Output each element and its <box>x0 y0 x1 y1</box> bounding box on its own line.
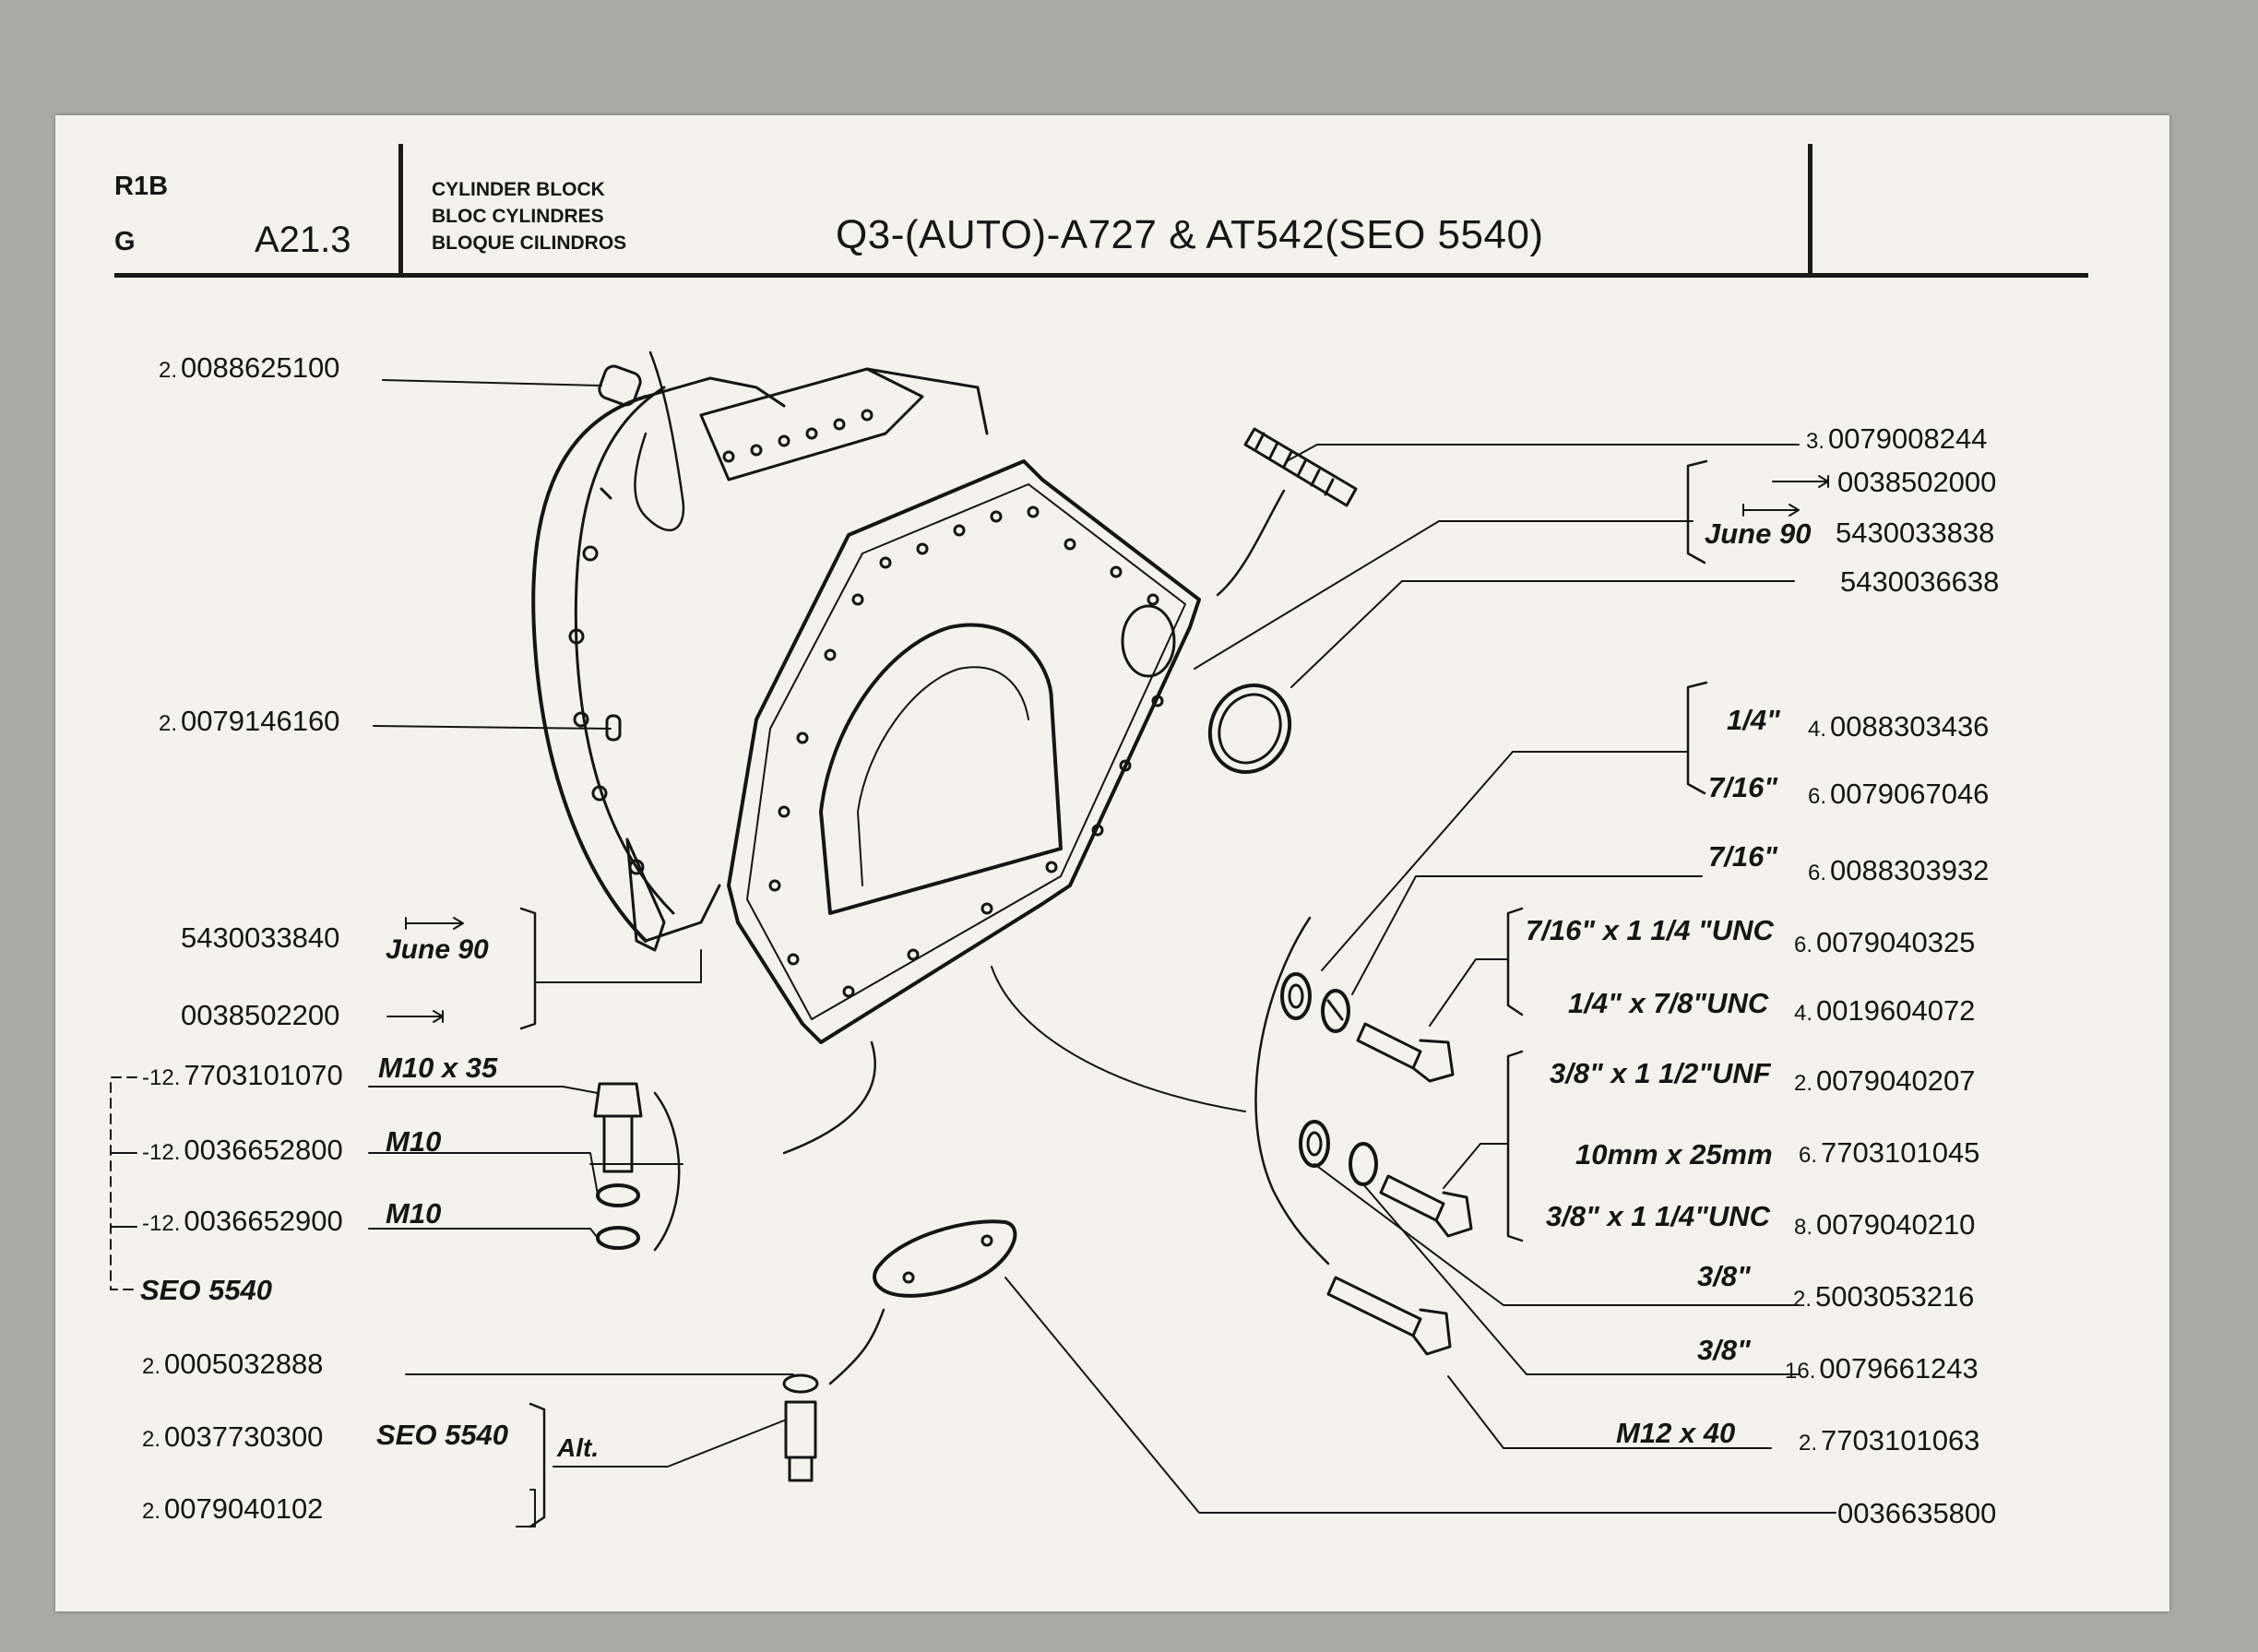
spec-3-8x1-1-4-unc: 3/8" x 1 1/4"UNC <box>1546 1200 1771 1232</box>
date-arrow-left-june <box>405 917 464 930</box>
parts-sheet <box>55 115 2169 1611</box>
bracket-curve-bolt-left <box>653 1091 681 1252</box>
callout-spring-washer-m10: -12.0036652900 <box>142 1205 343 1237</box>
callout-socket-screw-seo: 2.0037730300 <box>142 1420 324 1453</box>
section-number: A21.3 <box>255 220 351 260</box>
bracket-curve-plate-lower <box>782 1040 876 1155</box>
spec-1-4x7-8-unc: 1/4" x 7/8"UNC <box>1568 987 1769 1019</box>
callout-stud: 3.0079008244 <box>1806 422 1988 455</box>
date-arrow-right-june <box>1742 504 1800 517</box>
spring-washer-2 <box>1349 1142 1378 1186</box>
callout-dowel-pin-side: 2.0079146160 <box>159 705 340 737</box>
spec-m10x35: M10 x 35 <box>378 1052 498 1084</box>
spec-7-16x1-1-4-unc: 7/16" x 1 1/4 "UNC <box>1526 914 1774 946</box>
bracket-curve-top-left <box>634 351 685 531</box>
callout-spring-washer-3-8: 16.0079661243 <box>1785 1352 1979 1385</box>
spec-spring-washer-m10: M10 <box>386 1197 442 1230</box>
callout-spring-washer-7-16: 6.0088303932 <box>1808 854 1990 886</box>
callout-washer-small: 2.0005032888 <box>142 1348 324 1380</box>
callout-washer-7-16: 6.0079067046 <box>1808 778 1990 810</box>
header-divider-right <box>1808 144 1812 273</box>
model-code: R1B <box>114 172 169 201</box>
description-en: CYLINDER BLOCK <box>432 179 605 200</box>
washer-2 <box>1299 1120 1330 1168</box>
header-divider <box>398 144 403 273</box>
bracket-curve-socket <box>828 1308 885 1385</box>
leader-lines <box>368 379 1836 1527</box>
callout-stud-old: 0038502000 <box>1837 466 1997 498</box>
adapter-housing <box>531 367 989 952</box>
callout-washer-m10: -12.0036652800 <box>142 1134 343 1166</box>
callout-washer-3-8: 2.5003053216 <box>1793 1280 1975 1313</box>
callout-o-ring: 5430036638 <box>1840 565 2000 598</box>
callout-bolt-3-8-unc: 8.0079040210 <box>1794 1208 1976 1241</box>
june-90-note-right: June 90 <box>1705 517 1812 550</box>
callout-bolt-m12: 2.7703101063 <box>1799 1424 1980 1456</box>
seo-5540-group-label: SEO 5540 <box>140 1274 273 1306</box>
seo-group-dashed-line <box>110 1076 137 1290</box>
stud <box>1243 427 1358 507</box>
bolt-2 <box>1379 1174 1473 1238</box>
adapter-plate <box>727 459 1201 1044</box>
spec-quarter-inch: 1/4" <box>1727 704 1780 736</box>
page-title: Q3-(AUTO)-A727 & AT542(SEO 5540) <box>836 212 1544 257</box>
callout-bolt-10mm: 6.7703101045 <box>1799 1136 1980 1169</box>
bolt-1 <box>1356 1022 1455 1083</box>
group-code: G <box>114 227 136 256</box>
callout-adapter-plate-new: 5430033838 <box>1836 517 1995 549</box>
callout-bolt-m10x35: -12.7703101070 <box>142 1059 343 1091</box>
header-rule <box>114 273 2088 278</box>
cover-plate <box>873 1219 1017 1298</box>
alternative-note: Alt. <box>557 1433 600 1462</box>
socket-screw <box>782 1373 819 1482</box>
callout-dowel-pin-top: 2.0088625100 <box>159 351 340 384</box>
spring-washer-left <box>596 1226 640 1250</box>
o-ring <box>1207 683 1292 774</box>
callout-socket-screw-alt: 2.0079040102 <box>142 1492 324 1525</box>
spec-3-8-spring-washer: 3/8" <box>1697 1334 1751 1366</box>
callout-bolt-3-8-unf: 2.0079040207 <box>1794 1064 1976 1097</box>
braces <box>519 459 1708 1528</box>
date-arrow-left-bottom <box>386 1010 444 1023</box>
spec-7-16-a: 7/16" <box>1708 771 1778 803</box>
callout-adapter-housing-old: 0038502200 <box>181 999 340 1031</box>
spring-washer-1 <box>1321 989 1350 1033</box>
callout-cover-plate: 0036635800 <box>1837 1497 1997 1529</box>
dowel-pin-top <box>598 364 642 407</box>
washer-left <box>596 1183 640 1207</box>
spec-seo-5540: SEO 5540 <box>376 1419 509 1451</box>
callout-bolt-7-16: 6.0079040325 <box>1794 926 1976 958</box>
callout-washer-quarter: 4.0088303436 <box>1808 710 1990 743</box>
bracket-curve-top-right <box>1216 489 1286 597</box>
callout-adapter-housing-new: 5430033840 <box>181 921 340 954</box>
bracket-curve-right-washers <box>1254 916 1330 1266</box>
spec-10mmx25mm: 10mm x 25mm <box>1575 1138 1773 1171</box>
bolt-3 <box>1326 1276 1452 1356</box>
date-arrow-right-top <box>1772 475 1829 488</box>
description-fr: BLOC CYLINDRES <box>432 206 604 227</box>
june-90-note-left: June 90 <box>386 934 489 965</box>
spec-washer-m10: M10 <box>386 1125 442 1158</box>
bolt-left <box>593 1082 643 1173</box>
spec-3-8-washer: 3/8" <box>1697 1260 1751 1292</box>
description-es: BLOQUE CILINDROS <box>432 232 627 254</box>
washer-1 <box>1280 972 1312 1020</box>
callout-bolt-quarter: 4.0019604072 <box>1794 994 1976 1027</box>
spec-7-16-b: 7/16" <box>1708 840 1778 873</box>
spec-3-8x1-1-2-unf: 3/8" x 1 1/2"UNF <box>1550 1057 1771 1089</box>
spec-m12x40: M12 x 40 <box>1616 1417 1736 1449</box>
